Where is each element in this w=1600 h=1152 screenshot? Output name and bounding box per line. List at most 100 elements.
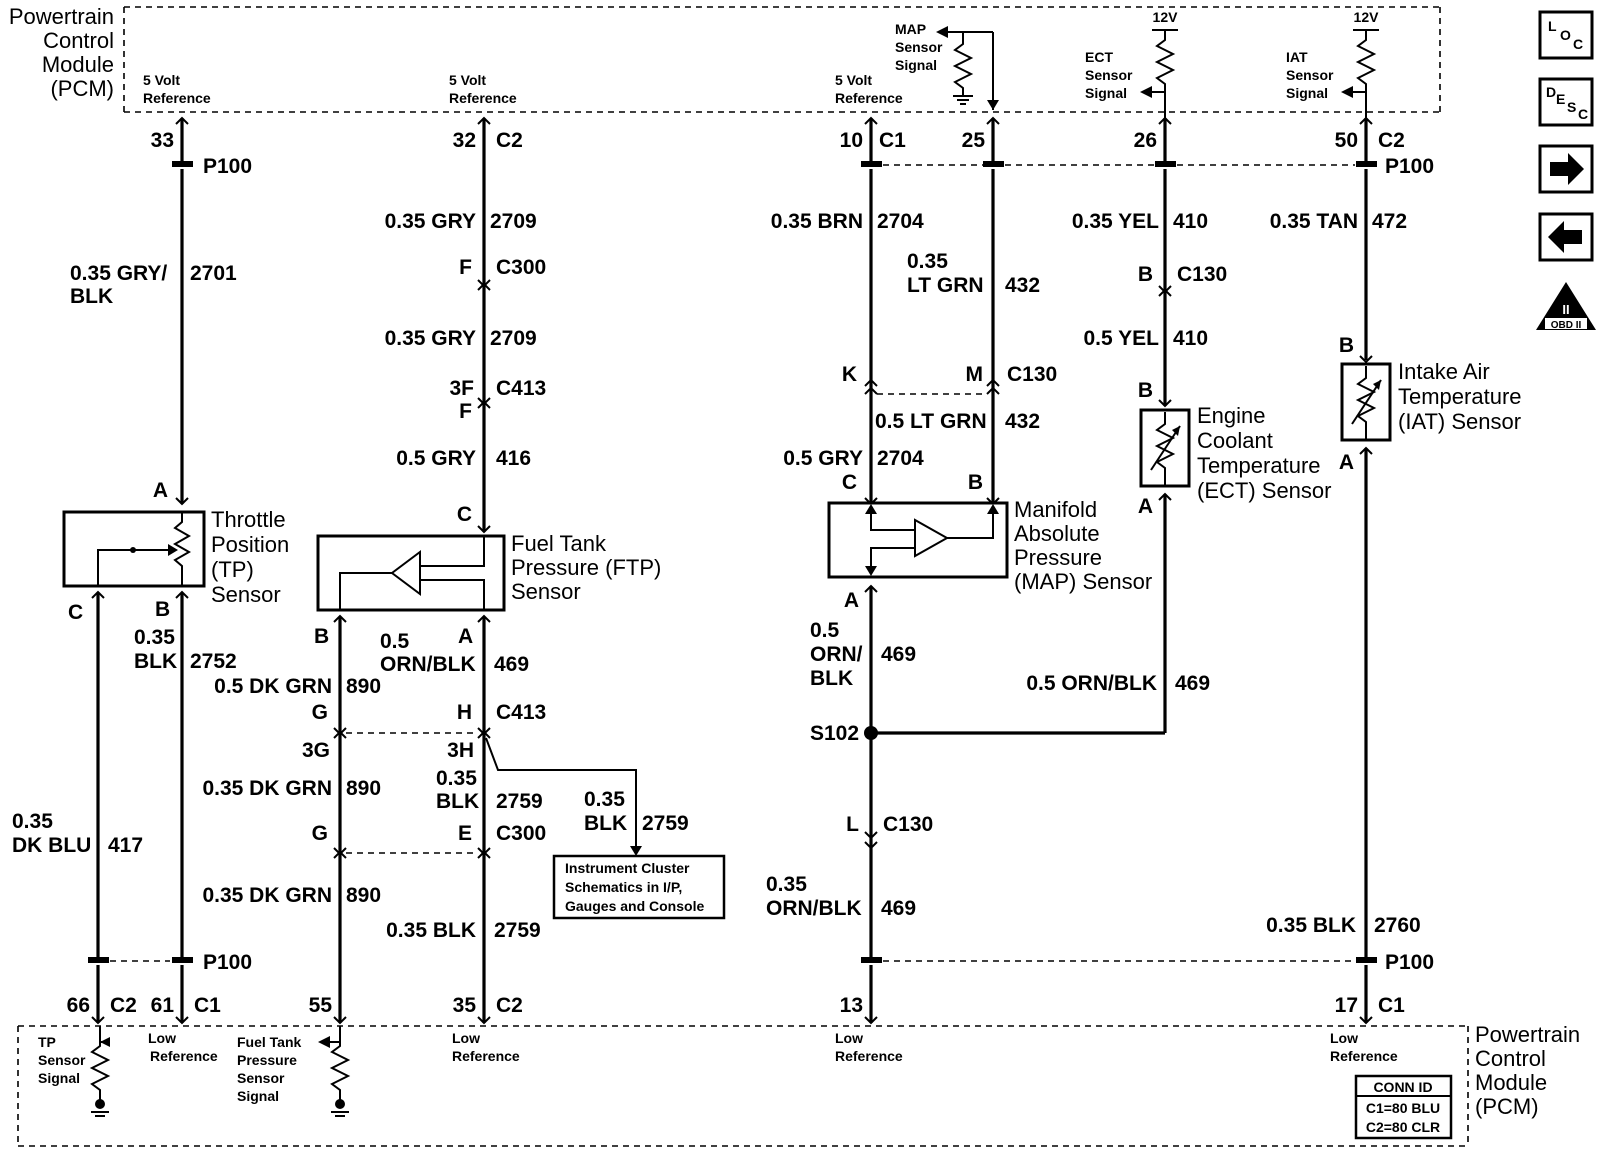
wire-890b-color: 0.35 DK GRN <box>202 777 332 800</box>
circuit-417: 0.35 DK BLU 417 66 C2 <box>12 590 143 1025</box>
map-pin-a: A <box>844 589 859 612</box>
pin-10-conn: C1 <box>879 129 906 152</box>
iat-name-1: Intake Air <box>1398 359 1490 384</box>
wire-2759c-circuit: 2759 <box>494 919 541 942</box>
pcm-top-title-3: Module <box>42 52 114 77</box>
pin-25: 25 <box>962 129 986 152</box>
wire-2704a-color: 0.35 BRN <box>771 210 863 233</box>
ect-name-4: (ECT) Sensor <box>1197 478 1331 503</box>
iat-pullup-circuit <box>1341 29 1379 118</box>
wire-2760-circuit: 2760 <box>1374 914 1421 937</box>
loc-button[interactable]: L O C <box>1538 10 1594 60</box>
wire-472-circuit: 472 <box>1372 210 1407 233</box>
wire-2709b-circuit: 2709 <box>490 327 537 350</box>
map-signal-label-3: Signal <box>895 57 937 73</box>
wire-2759a-circuit: 2759 <box>496 790 543 813</box>
pin-35-conn: C2 <box>496 994 523 1017</box>
prev-page-button[interactable] <box>1538 212 1594 262</box>
pcm-top-title-2: Control <box>43 28 114 53</box>
pcm-bottom-title-3: Module <box>1475 1070 1547 1095</box>
low-ref-label-1a: Low <box>148 1030 176 1046</box>
pcm-bottom-title-2: Control <box>1475 1046 1546 1071</box>
conn-c413-top: C413 <box>496 377 546 400</box>
desc-button[interactable]: D E S C <box>1538 77 1594 127</box>
ftp-name-1: Fuel Tank <box>511 531 607 556</box>
conn-k: K <box>842 363 857 386</box>
wire-469c-circuit: 469 <box>1175 672 1210 695</box>
ftp-signal-label-2: Pressure <box>237 1052 297 1068</box>
pin-55: 55 <box>309 994 333 1017</box>
wire-2704a-circuit: 2704 <box>877 210 924 233</box>
pcm-bottom-title-4: (PCM) <box>1475 1094 1539 1119</box>
ftp-pin-c: C <box>457 503 472 526</box>
wire-469d-color-2: ORN/BLK <box>766 897 862 920</box>
arrow-left-icon <box>1548 221 1582 253</box>
wire-469c-color: 0.5 ORN/BLK <box>1026 672 1157 695</box>
wire-469a-circuit: 469 <box>494 653 529 676</box>
cluster-ref-line-1: Instrument Cluster <box>565 860 690 876</box>
next-page-button[interactable] <box>1538 144 1594 194</box>
map-signal-circuit <box>936 26 999 110</box>
wire-2709a-color: 0.35 GRY <box>385 210 476 233</box>
wire-2709b-color: 0.35 GRY <box>385 327 476 350</box>
wire-472-color: 0.35 TAN <box>1270 210 1358 233</box>
conn-g-c413: G <box>312 701 328 724</box>
wire-2704b-circuit: 2704 <box>877 447 924 470</box>
wire-417-circuit: 417 <box>108 834 143 857</box>
map-name-2: Absolute <box>1014 521 1100 546</box>
wire-2752-circuit: 2752 <box>190 650 237 673</box>
low-ref-label-4a: Low <box>1330 1030 1358 1046</box>
loc-letter-l: L <box>1548 18 1557 34</box>
iat-sensor: Intake Air Temperature (IAT) Sensor A <box>1339 359 1522 474</box>
iat-signal-label-3: Signal <box>1286 85 1328 101</box>
map-signal-label-2: Sensor <box>895 39 943 55</box>
cluster-ref-line-2: Schematics in I/P, <box>565 879 682 895</box>
circuit-469-2759: 0.5 ORN/BLK 469 H C413 3H 0.35 BLK 2759 … <box>346 614 689 1025</box>
pin-35: 35 <box>453 994 477 1017</box>
conn-f-c300: F <box>459 256 472 279</box>
circuit-2709-416: 32 C2 0.35 GRY 2709 F C300 0.35 GRY 2709… <box>385 116 546 534</box>
circuit-469-map: 0.5 ORN/ BLK 469 S102 L C130 0.35 ORN/BL… <box>766 584 1355 1025</box>
wire-2752-color-2: BLK <box>134 650 177 673</box>
tp-sensor: A Throttle Position (TP) Sensor C B <box>62 479 289 624</box>
obd-ii-icon[interactable]: OBD II II <box>1536 282 1596 331</box>
ect-name-3: Temperature <box>1197 453 1321 478</box>
pcm-top-title-4: (PCM) <box>50 76 114 101</box>
map-pin-c: C <box>842 471 857 494</box>
pin-10: 10 <box>840 129 863 152</box>
tp-name-4: Sensor <box>211 582 281 607</box>
low-ref-label-3a: Low <box>835 1030 863 1046</box>
ect-sensor: Engine Coolant Temperature (ECT) Sensor … <box>1138 403 1332 518</box>
wire-2759a-color-1: 0.35 <box>436 767 477 790</box>
conn-id-title: CONN ID <box>1373 1079 1432 1095</box>
ftp-name-2: Pressure (FTP) <box>511 555 661 580</box>
conn-c130-bottom: C130 <box>883 813 933 836</box>
pin-50: 50 <box>1335 129 1358 152</box>
map-name-1: Manifold <box>1014 497 1097 522</box>
ect-12v-label: 12V <box>1153 9 1179 25</box>
wire-2759c-color: 0.35 BLK <box>386 919 476 942</box>
conn-id-box: CONN ID C1=80 BLU C2=80 CLR <box>1354 1074 1453 1140</box>
desc-letter-s: S <box>1567 99 1576 115</box>
map-name-3: Pressure <box>1014 545 1102 570</box>
instrument-cluster-ref[interactable]: Instrument Cluster Schematics in I/P, Ga… <box>552 854 726 920</box>
tp-name-2: Position <box>211 532 289 557</box>
wire-410b-color: 0.5 YEL <box>1084 327 1160 350</box>
wire-2704b-color: 0.5 GRY <box>783 447 863 470</box>
loc-letter-c: C <box>1573 36 1583 52</box>
pin-50-conn: C2 <box>1378 129 1405 152</box>
wire-2701-color-1: 0.35 GRY/ <box>70 262 167 285</box>
five-volt-ref-label-1a: 5 Volt <box>143 72 180 88</box>
ftp-signal-label-3: Sensor <box>237 1070 285 1086</box>
circuit-2752: 0.35 BLK 2752 P100 61 C1 <box>110 590 252 1025</box>
conn-l: L <box>846 813 859 836</box>
wire-469b-color-1: 0.5 <box>810 619 840 642</box>
low-ref-label-2a: Low <box>452 1030 480 1046</box>
conn-id-c1: C1=80 BLU <box>1366 1100 1440 1116</box>
iat-pin-b: B <box>1339 334 1354 357</box>
low-ref-label-1b: Reference <box>150 1048 218 1064</box>
pcm-top-module: Powertrain Control Module (PCM) 5 Volt R… <box>9 4 1441 118</box>
pcm-bottom-title-1: Powertrain <box>1475 1022 1580 1047</box>
wire-469a-color-1: 0.5 <box>380 630 410 653</box>
